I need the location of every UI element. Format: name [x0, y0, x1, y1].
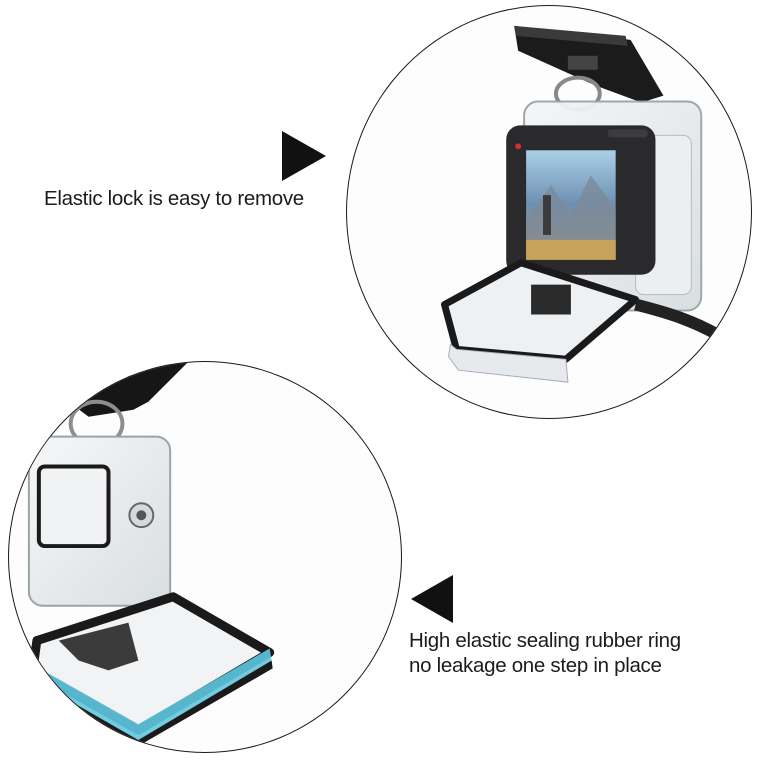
caption-sealing-ring: High elastic sealing rubber ring no leak…: [409, 628, 681, 678]
sealing-ring-illustration: [27, 362, 275, 747]
arrow-right-icon: [282, 131, 326, 181]
product-image-latch-open: [346, 5, 752, 419]
back-door: [441, 259, 640, 383]
caption-line-1: High elastic sealing rubber ring: [409, 629, 681, 652]
camera-housing-illustration: [441, 25, 721, 383]
sealing-ring-icon: [28, 592, 275, 747]
caption-elastic-lock: Elastic lock is easy to remove: [44, 187, 304, 210]
caption-line-2: no leakage one step in place: [409, 654, 662, 677]
latch-icon: [514, 25, 664, 103]
product-image-sealing-ring: [8, 361, 402, 753]
arrow-left-icon: [411, 575, 453, 623]
